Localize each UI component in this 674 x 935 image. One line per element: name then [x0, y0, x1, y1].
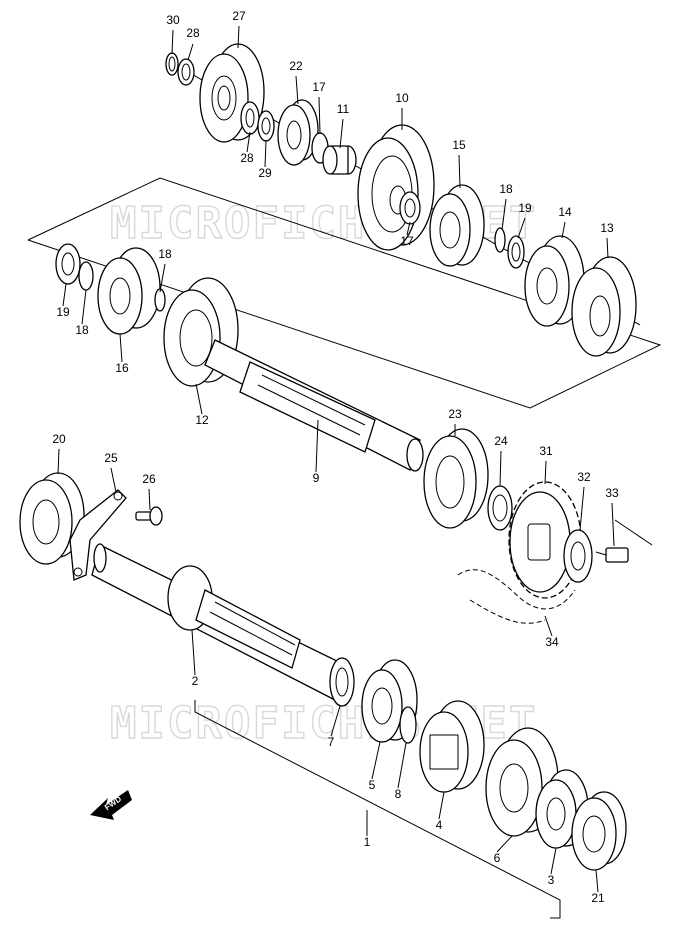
part-label-17: 17 — [400, 234, 414, 248]
part-24-spacer — [487, 485, 513, 531]
part-label-3: 3 — [548, 873, 555, 887]
part-6-gear — [485, 727, 559, 837]
part-label-29: 29 — [258, 166, 272, 180]
part-25-plate — [69, 489, 127, 581]
part-label-10: 10 — [395, 91, 409, 105]
part-label-28: 28 — [186, 26, 200, 40]
part-label-18: 18 — [158, 247, 172, 261]
part-28-washer-top — [177, 58, 195, 86]
part-26-screw — [135, 506, 163, 526]
part-label-18: 18 — [499, 182, 513, 196]
part-30-circlip — [165, 52, 179, 76]
countershaft-bracket — [27, 177, 662, 409]
part-32-lock-washer — [563, 529, 593, 583]
countershaft-group — [27, 43, 662, 472]
part-label-11: 11 — [337, 102, 350, 116]
part-label-4: 4 — [436, 818, 443, 832]
part-label-33: 33 — [605, 486, 619, 500]
part-label-22: 22 — [289, 59, 303, 73]
part-label-31: 31 — [539, 444, 553, 458]
part-label-5: 5 — [369, 778, 376, 792]
part-33-bolt — [595, 519, 653, 563]
part-22-bearing — [277, 99, 319, 166]
part-label-9: 9 — [313, 471, 320, 485]
part-label-17: 17 — [312, 80, 326, 94]
part-label-18: 18 — [75, 323, 89, 337]
part-16-gear — [97, 247, 161, 335]
part-label-13: 13 — [600, 221, 614, 235]
part-label-16: 16 — [115, 361, 129, 375]
part-8-circlip — [399, 706, 417, 744]
mainshaft-group — [19, 472, 627, 919]
fwd-arrow-icon: FWD — [90, 790, 132, 820]
part-10-gear — [357, 124, 435, 251]
part-19-washer-top — [507, 235, 525, 269]
part-label-19: 19 — [518, 201, 532, 215]
part-17-washer-low — [399, 191, 421, 225]
part-label-8: 8 — [395, 787, 402, 801]
part-29-washer — [257, 110, 275, 142]
output-group — [423, 428, 653, 624]
part-2-mainshaft — [91, 543, 346, 701]
part-28-washer-mid — [240, 101, 260, 135]
part-21-bearing — [571, 791, 627, 871]
part-7-washer — [329, 657, 355, 707]
part-label-12: 12 — [195, 413, 209, 427]
part-label-23: 23 — [448, 407, 462, 421]
leader-lines — [57, 25, 615, 893]
part-label-26: 26 — [142, 472, 156, 486]
part-11-bushing — [322, 145, 357, 175]
part-label-6: 6 — [494, 851, 501, 865]
part-label-28: 28 — [240, 151, 254, 165]
part-label-30: 30 — [166, 13, 180, 27]
part-label-27: 27 — [232, 9, 246, 23]
part-label-32: 32 — [577, 470, 591, 484]
part-20-bearing — [19, 472, 85, 565]
part-18-circlip-top — [494, 227, 506, 253]
part-31-sprocket — [508, 481, 582, 599]
part-label-24: 24 — [494, 434, 508, 448]
part-label-2: 2 — [192, 674, 199, 688]
part-label-20: 20 — [52, 432, 66, 446]
part-18-circlip-left — [78, 261, 94, 291]
part-label-25: 25 — [104, 451, 118, 465]
part-9-countershaft — [204, 339, 424, 472]
part-15-gear — [429, 184, 485, 267]
part-label-7: 7 — [328, 735, 335, 749]
part-34-chain — [457, 569, 576, 624]
part-19-washer-left — [55, 243, 81, 285]
part-label-19: 19 — [56, 305, 70, 319]
part-label-15: 15 — [452, 138, 466, 152]
part-23-bearing — [423, 428, 489, 529]
part-13-gear — [571, 256, 637, 357]
part-label-21: 21 — [591, 891, 605, 905]
part-label-1: 1 — [364, 835, 371, 849]
part-label-14: 14 — [558, 205, 572, 219]
mainshaft-bracket — [194, 700, 561, 919]
part-label-34: 34 — [545, 635, 559, 649]
part-4-gear — [419, 700, 485, 793]
part-18-circlip-mid — [154, 288, 166, 312]
